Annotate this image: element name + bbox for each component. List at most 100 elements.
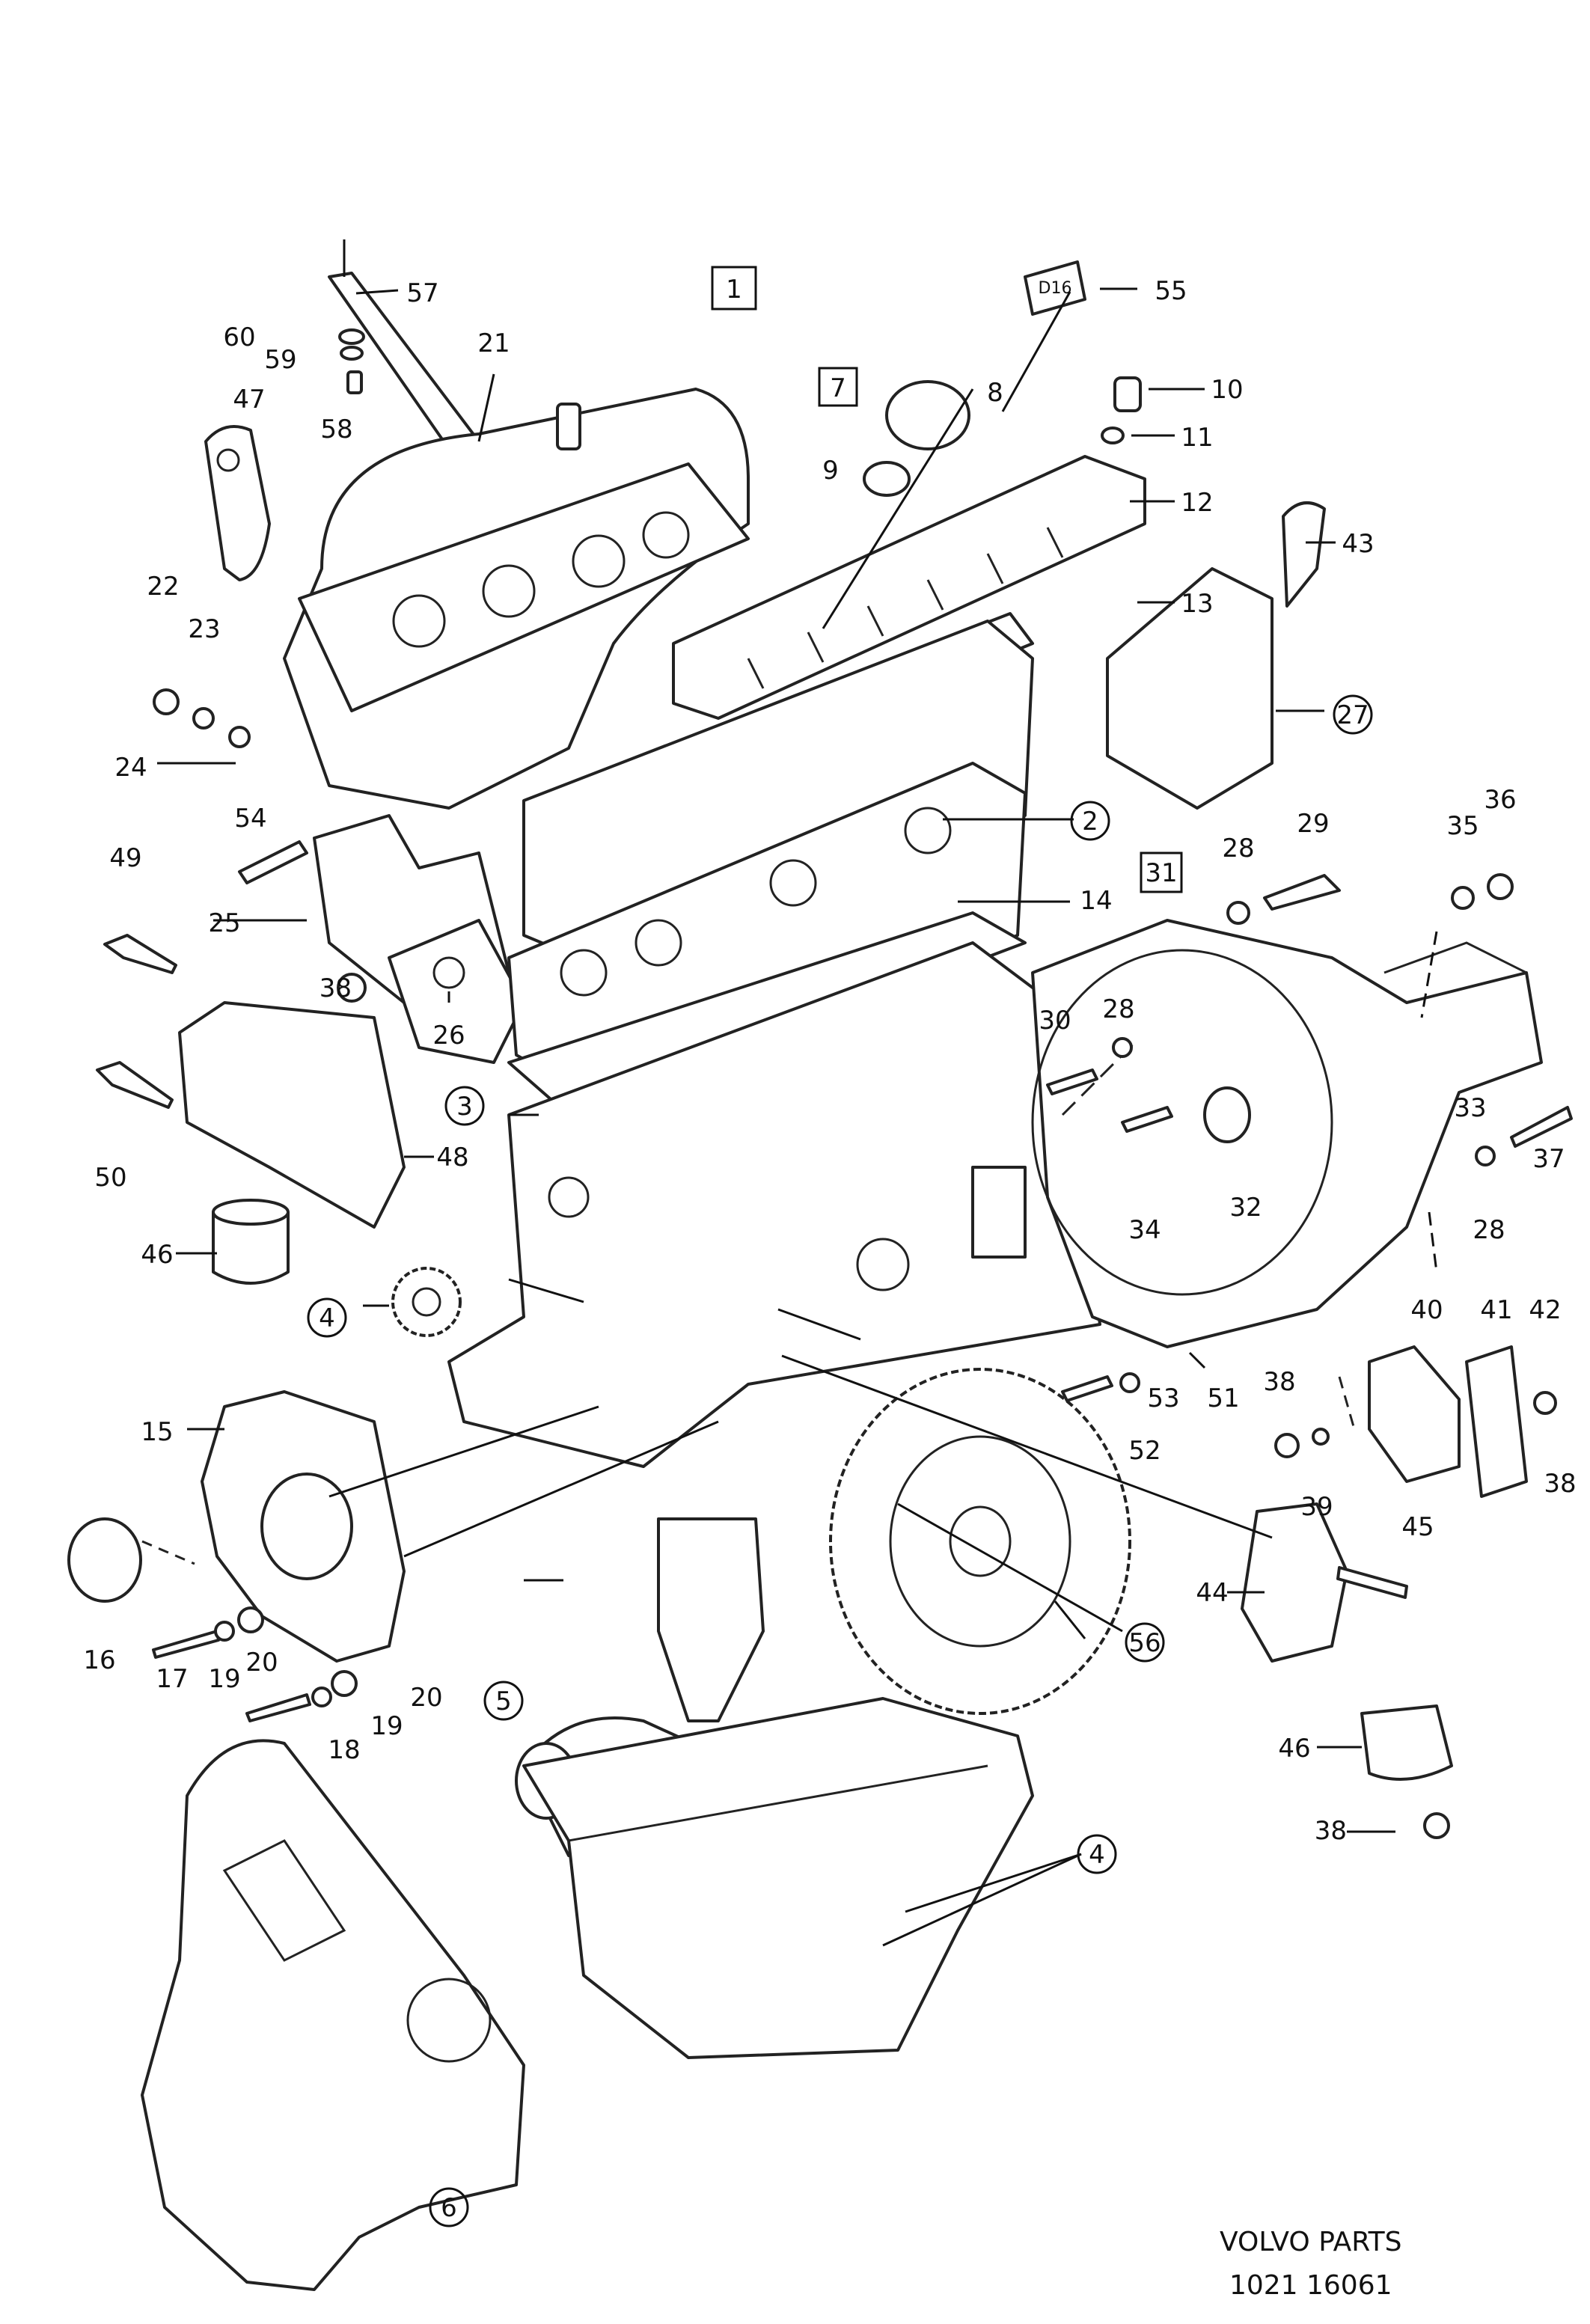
screw-18-drawing <box>245 1693 311 1722</box>
callout-label: 58 <box>320 415 352 444</box>
cover-rib <box>222 1839 346 1962</box>
screw-58-drawing <box>346 370 363 394</box>
gear-hub <box>412 1287 441 1317</box>
flywheel-56-drawing <box>829 1368 1131 1715</box>
callout-label: 1 <box>726 275 742 305</box>
callout-label: 35 <box>1446 811 1479 841</box>
callout-label: 46 <box>1278 1734 1310 1764</box>
input-bore-32 <box>1203 1086 1251 1143</box>
callout-box <box>818 367 858 407</box>
boss <box>856 1238 910 1291</box>
nut-38-drawing <box>337 973 367 1003</box>
washer-23-drawing <box>192 707 215 730</box>
plate-41-drawing <box>1465 1345 1528 1498</box>
seal-9-drawing <box>863 461 911 497</box>
callout-label: 19 <box>370 1711 403 1741</box>
callout-label: 38 <box>319 973 352 1003</box>
oil-filler-cap-8-drawing <box>885 380 970 450</box>
engine-mount-46-drawing <box>212 1211 290 1285</box>
callout-label: 32 <box>1229 1193 1262 1223</box>
port <box>482 564 536 618</box>
screw-17-drawing <box>152 1630 220 1659</box>
callout-label: 25 <box>208 908 240 938</box>
port <box>642 511 690 559</box>
callout-label: 44 <box>1196 1578 1228 1608</box>
callout-box <box>711 266 757 311</box>
bolt-52-drawing <box>1061 1375 1113 1402</box>
timing-gear-4-drawing <box>391 1267 462 1337</box>
engine-bracket-48-drawing <box>178 1001 406 1229</box>
catalog-credit: VOLVO PARTS 1021 16061 <box>1220 2221 1401 2308</box>
callout-label: 33 <box>1454 1093 1486 1123</box>
callout-label: 53 <box>1147 1383 1179 1413</box>
callout-label: 46 <box>141 1240 173 1270</box>
nut-38b-drawing <box>1274 1433 1300 1458</box>
gearbox-tail <box>1383 941 1527 974</box>
callout-circle <box>1077 1834 1117 1874</box>
callout-label: 7 <box>830 373 846 403</box>
alignment-line <box>141 1540 195 1565</box>
callout-circle <box>444 1086 485 1126</box>
port <box>392 594 446 648</box>
bolt-49-drawing <box>103 934 177 974</box>
port <box>769 859 817 907</box>
callout-circle <box>1125 1622 1165 1663</box>
screw-10-drawing <box>1113 376 1142 412</box>
exhaust-gasket-26-drawing <box>388 919 525 1064</box>
flywheel-inner <box>889 1435 1071 1648</box>
callout-circle <box>429 2187 469 2227</box>
callout-label: 41 <box>1480 1295 1512 1325</box>
callout-label: 45 <box>1401 1512 1434 1542</box>
bolt-30-drawing <box>1046 1068 1098 1095</box>
mount-top <box>212 1199 290 1226</box>
callout-label: 2 <box>1082 807 1098 837</box>
callout-label: 38 <box>1315 1816 1347 1846</box>
washer-42-drawing <box>1533 1391 1557 1415</box>
callout-label: 50 <box>94 1163 126 1193</box>
callout-label: 24 <box>114 753 147 783</box>
callout-label: 17 <box>156 1664 188 1694</box>
catalog-code: 1021 16061 <box>1229 2270 1392 2301</box>
part-marking-text: D16 <box>1039 279 1072 298</box>
callout-circle <box>1070 801 1110 841</box>
callout-label: 20 <box>410 1683 442 1713</box>
timing-cover-6-drawing <box>141 1739 525 2291</box>
callout-label: 10 <box>1211 375 1243 405</box>
head-gasket-14-drawing <box>507 911 1027 1116</box>
alignment-line <box>1338 1376 1356 1430</box>
callout-label: 4 <box>319 1303 335 1333</box>
callout-label: 42 <box>1529 1295 1561 1325</box>
block-detail <box>971 1166 1027 1259</box>
callout-label: 27 <box>1336 700 1369 730</box>
callout-label: 6 <box>441 2193 457 2223</box>
callout-label: 38 <box>1544 1469 1576 1499</box>
callout-label: 31 <box>1145 858 1177 888</box>
callout-label: 57 <box>406 278 438 308</box>
callout-label: 40 <box>1410 1295 1443 1325</box>
callout-label: 5 <box>495 1687 512 1716</box>
callout-label: 34 <box>1128 1215 1161 1245</box>
callout-label: 36 <box>1484 785 1516 815</box>
washer-20-drawing <box>237 1606 264 1633</box>
manifold-gasket-drawing <box>298 462 750 712</box>
washer-24-drawing <box>228 726 251 748</box>
nut-38c-drawing <box>1423 1812 1450 1839</box>
washer-35-drawing <box>1451 886 1475 910</box>
callout-label: 18 <box>328 1735 360 1765</box>
tag-55-drawing <box>1024 260 1086 316</box>
bracket-43-drawing <box>1282 501 1326 608</box>
gearbox-33-drawing <box>1031 919 1543 1348</box>
callout-circle <box>483 1681 524 1721</box>
bolt-34-drawing <box>1121 1106 1173 1133</box>
callout-label: 22 <box>147 572 179 602</box>
engine-mount-46b-drawing <box>1360 1704 1453 1781</box>
callout-label: 38 <box>1263 1367 1295 1397</box>
plate-bore <box>260 1473 353 1580</box>
hole <box>432 956 465 989</box>
callout-label: 39 <box>1300 1492 1333 1522</box>
callout-label: 26 <box>432 1021 465 1051</box>
bolt-37-drawing <box>1510 1106 1573 1148</box>
part-drawings: D16 <box>67 239 1573 2291</box>
callout-label: 13 <box>1181 589 1213 619</box>
callout-label: 15 <box>141 1417 173 1447</box>
